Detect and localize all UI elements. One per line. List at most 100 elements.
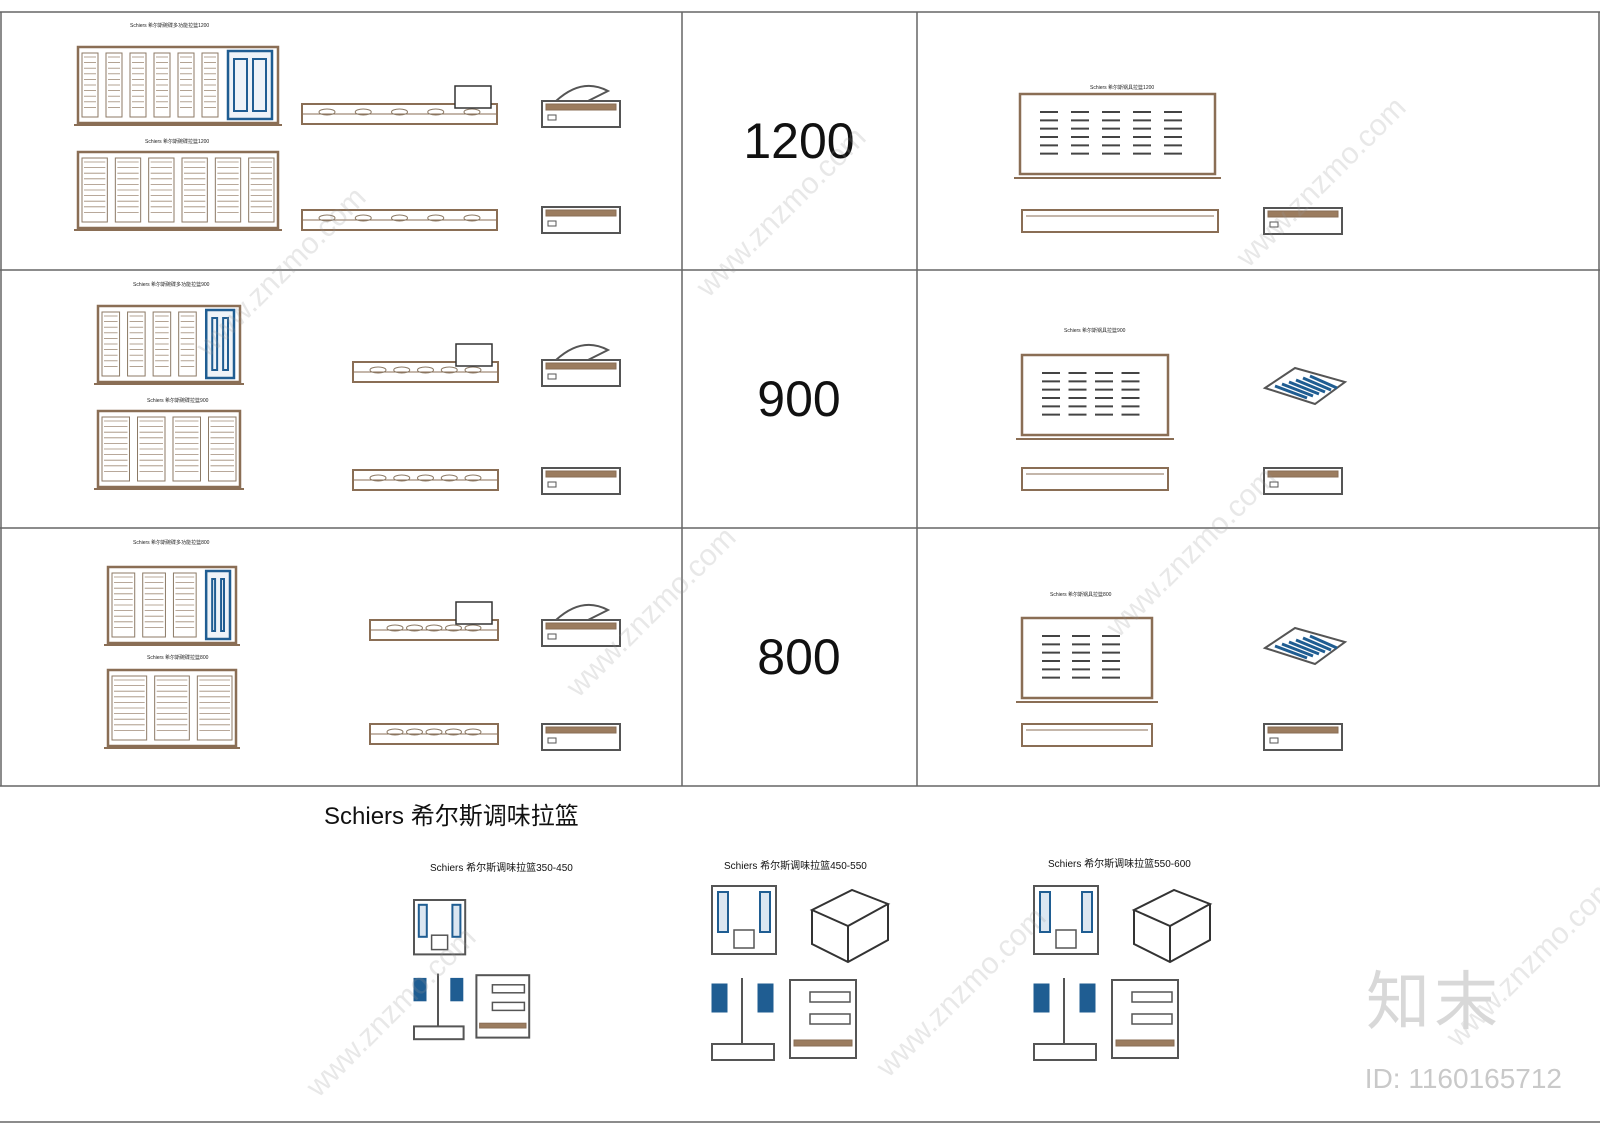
seasoning-shelf — [491, 1001, 526, 1012]
drawer-front-view — [1263, 207, 1343, 235]
caption-r1-top: Schiers 希尔斯碗碟多功能拉篮1200 — [130, 23, 210, 29]
iso-slat — [1288, 640, 1320, 656]
side-dish — [464, 728, 482, 736]
iso-slat — [1302, 636, 1332, 652]
seasoning-base — [413, 1025, 465, 1041]
caption-r3-right: Schiers 希尔斯锅具拉篮800 — [1050, 592, 1112, 598]
seasoning-side-wing — [1079, 983, 1096, 1013]
side-dish — [406, 624, 423, 632]
seasoning-drawer-bar — [1115, 1039, 1175, 1047]
rack-column — [101, 416, 130, 482]
rack-column — [142, 572, 166, 638]
rack-column — [172, 416, 201, 482]
seasoning-iso-top — [1131, 888, 1213, 928]
iso-slat — [1295, 638, 1326, 654]
seasoning-shelf — [809, 991, 851, 1003]
pan-frame — [1020, 616, 1154, 700]
caption-seasoning-450-550: Schiers 希尔斯调味拉篮450-550 — [724, 861, 867, 872]
size-label-800: 800 — [757, 629, 841, 685]
pot-lid-holder — [204, 308, 236, 380]
pan-rack-top-view — [1016, 353, 1174, 440]
pan-side-view — [1021, 467, 1169, 491]
iso-slat — [1281, 642, 1314, 658]
rack-column — [196, 675, 233, 741]
front-top-bar — [545, 622, 617, 630]
seasoning-shelf — [809, 1013, 851, 1025]
front-top-bar — [1267, 726, 1339, 734]
caption-r2-bottom: Schiers 希尔斯碗碟拉篮900 — [147, 398, 209, 404]
front-top-bar — [545, 362, 617, 370]
rack-column — [181, 157, 208, 223]
side-dish — [464, 366, 482, 374]
section-title-seasoning: Schiers 希尔斯调味拉篮 — [324, 803, 579, 830]
rack-column — [111, 675, 148, 741]
rack-side-view — [352, 469, 499, 491]
caption-seasoning-350-450: Schiers 希尔斯调味拉篮350-450 — [430, 863, 573, 874]
dish-rack-top-view — [74, 45, 282, 126]
seasoning-base — [711, 1043, 775, 1061]
seasoning-side-wing — [757, 983, 774, 1013]
seasoning-shelf — [1131, 991, 1173, 1003]
caption-r3-top: Schiers 希尔斯碗碟多功能拉篮800 — [133, 540, 210, 546]
side-dish — [464, 624, 482, 632]
seasoning-blue-rail — [1081, 891, 1093, 933]
seasoning-iso-top — [809, 888, 891, 928]
side-dish — [393, 474, 411, 482]
rack-column — [172, 572, 197, 638]
side-dish — [427, 214, 445, 222]
side-dish — [369, 366, 387, 374]
rack-column — [111, 572, 136, 638]
caption-r1-right: Schiers 希尔斯锅具拉篮1200 — [1090, 85, 1155, 91]
front-mark — [1269, 221, 1279, 228]
seasoning-drawer-bar — [793, 1039, 853, 1047]
side-dish — [406, 728, 423, 736]
pan-side-frame — [1021, 467, 1169, 491]
front-top-bar — [545, 209, 617, 217]
side-dish — [464, 474, 482, 482]
side-pot — [454, 85, 492, 109]
seasoning-blue-rail — [451, 903, 462, 938]
rack-frame — [76, 150, 280, 230]
caption-r2-top: Schiers 希尔斯碗碟多功能拉篮900 — [133, 282, 210, 288]
drawer-front-view — [541, 603, 621, 647]
watermark-id: ID: 1160165712 — [1364, 1063, 1562, 1094]
rack-column — [129, 52, 147, 118]
caption-r2-right: Schiers 希尔斯锅具拉篮900 — [1064, 328, 1126, 334]
seasoning-shelf — [1131, 1013, 1173, 1025]
rack-side-view — [369, 723, 499, 745]
seasoning-side-wing — [450, 977, 464, 1002]
drawer-front-view — [541, 84, 621, 128]
side-dish — [440, 366, 458, 374]
front-top-bar — [1267, 470, 1339, 478]
rack-side-view — [369, 601, 499, 641]
rack-column — [154, 675, 190, 741]
rack-column — [114, 157, 142, 223]
side-dish — [354, 214, 372, 222]
lid-slot — [233, 58, 248, 112]
pan-frame — [1018, 92, 1217, 176]
lid-slot — [211, 317, 219, 371]
cad-drawings — [74, 45, 1348, 1061]
rack-column — [105, 52, 123, 118]
rack-column — [248, 157, 275, 223]
pan-rack-top-view — [1016, 616, 1158, 703]
rack-side-view — [352, 343, 499, 383]
side-dish — [393, 366, 411, 374]
dish-rack-top-view — [94, 304, 244, 385]
dish-rack-top-view — [74, 150, 282, 231]
dish-rack-top-view — [104, 565, 240, 646]
iso-slat — [1281, 382, 1314, 398]
side-dish — [425, 728, 443, 736]
front-mark — [547, 481, 557, 488]
rack-column — [148, 157, 175, 223]
rack-column — [81, 157, 108, 223]
rack-column — [201, 52, 219, 118]
side-pot — [455, 343, 493, 367]
drawer-front-view — [541, 343, 621, 387]
front-mark — [547, 373, 557, 380]
side-dish — [445, 728, 462, 736]
lid-slot — [222, 317, 229, 371]
seasoning-basket-drawing — [413, 899, 531, 1041]
side-dish — [318, 214, 336, 222]
iso-outline — [1262, 626, 1348, 666]
